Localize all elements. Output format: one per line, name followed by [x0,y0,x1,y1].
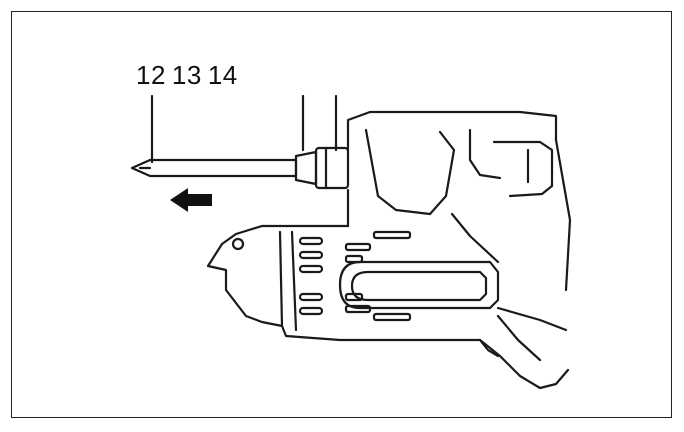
callout-13: 13 [171,60,202,90]
drill-handle [450,212,570,390]
arrow-left-icon [170,188,212,212]
callout-14: 14 [207,60,238,90]
figure-frame [11,11,672,418]
vent-slots-right [344,230,412,322]
belt-clip [338,260,500,310]
drill-bit [130,150,318,186]
callout-12: 12 [136,60,166,90]
vent-slots-left [298,236,324,316]
chuck [314,146,350,190]
drill-housing-top [346,110,572,292]
gearbox-housing [206,224,500,358]
